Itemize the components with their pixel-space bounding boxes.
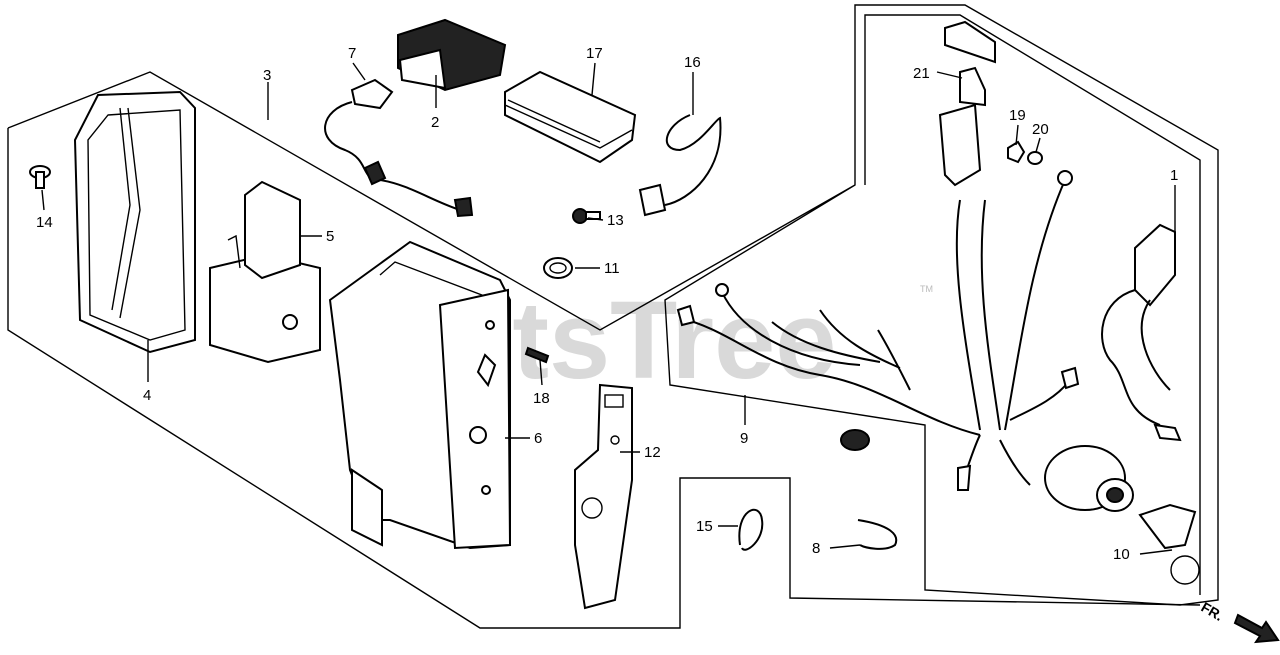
part-20-washer [1027,151,1043,165]
leader-lines [41,62,1176,555]
callout-13: 13 [607,212,624,229]
ignition-switch [1044,445,1134,512]
callout-3: 3 [263,67,271,84]
part-6-control-box [328,240,512,550]
callout-5: 5 [326,228,334,245]
callout-2: 2 [431,114,439,131]
front-arrow-icon [1233,613,1280,644]
callout-7: 7 [348,45,356,62]
callout-16: 16 [684,54,701,71]
callout-20: 20 [1032,121,1049,138]
part-17-module [504,70,637,164]
callout-1: 1 [1170,167,1178,184]
part-8-clip [840,429,898,550]
part-1-switch [1101,223,1182,442]
callout-8: 8 [812,540,820,557]
part-9-wire-harness [676,103,1080,491]
callout-15: 15 [696,518,713,535]
part-14-bolt [29,165,51,189]
outline-lower-group [7,128,1201,629]
callout-21: 21 [913,65,930,82]
callout-9: 9 [740,430,748,447]
part-5-bracket [209,180,321,364]
part-18-screw [524,346,550,364]
part-16-strap [638,114,722,217]
callout-10: 10 [1113,546,1130,563]
outline-inner-group [864,14,1201,595]
callout-6: 6 [534,430,542,447]
part-10-key [1138,503,1200,585]
callout-11: 11 [604,260,620,277]
part-7-wire-connector [324,78,474,218]
watermark-trademark: TM [920,284,933,294]
callout-18: 18 [533,390,550,407]
part-12-plate [574,383,633,610]
part-13-screw [572,208,601,224]
callout-14: 14 [36,214,53,231]
part-11-clamp [543,257,573,279]
callout-12: 12 [644,444,661,461]
front-direction-indicator: FR. [1199,599,1280,644]
callout-19: 19 [1009,107,1026,124]
part-2-regulator [397,18,507,92]
callout-labels: 1 2 3 4 5 6 7 8 9 10 11 12 13 14 15 16 1… [36,45,1178,563]
callout-17: 17 [586,45,603,62]
outline-upper-group [7,4,1219,606]
part-21-fuse [944,20,996,107]
part-4-cover [73,90,196,354]
part-15-clip [738,508,764,551]
callout-4: 4 [143,387,151,404]
